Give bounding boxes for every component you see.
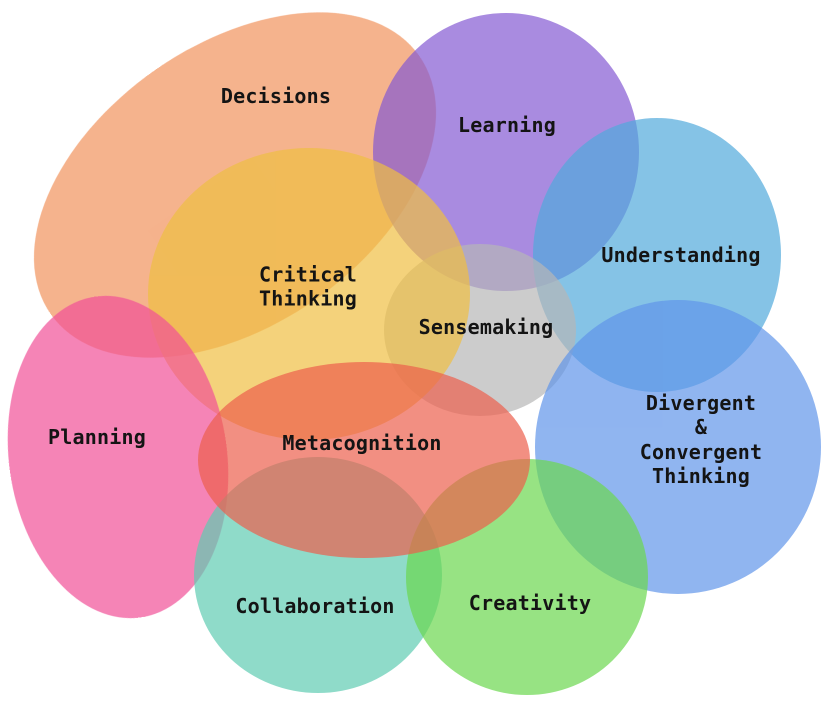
bubble-metacognition [198,362,530,558]
